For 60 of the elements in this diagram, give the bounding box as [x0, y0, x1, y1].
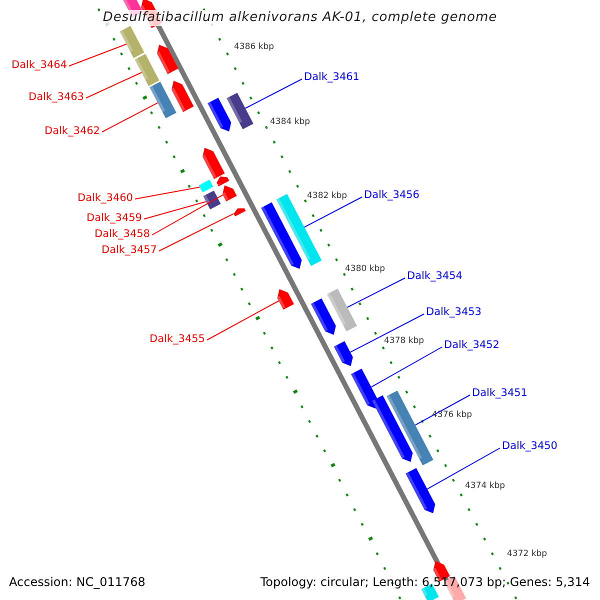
- gene-label: Dalk_3451: [472, 386, 528, 400]
- gene-block: [310, 298, 336, 335]
- gene-block: [198, 180, 214, 192]
- scale-label: 4378 kbp: [384, 336, 424, 347]
- gene-label: Dalk_3450: [502, 439, 558, 453]
- gene-label: Dalk_3456: [364, 188, 420, 202]
- gene-label: Dalk_3463: [28, 90, 84, 104]
- leader-line: [206, 300, 280, 340]
- gene-block: [326, 288, 358, 332]
- scale-label: 4382 kbp: [307, 191, 348, 202]
- leader-line: [426, 448, 500, 490]
- leader-line: [370, 346, 442, 388]
- scale-label: 4372 kbp: [507, 549, 548, 560]
- gene-block: [171, 80, 194, 112]
- scale-label: 4386 kbp: [234, 42, 274, 53]
- scale-label: 4376 kbp: [432, 410, 472, 421]
- scale-label: 4380 kbp: [345, 264, 386, 275]
- gene-block: [372, 395, 413, 462]
- gene-block: [350, 368, 378, 409]
- gene-block: [134, 54, 160, 86]
- gene-block: [150, 82, 176, 118]
- gene-label: Dalk_3457: [102, 243, 157, 257]
- gene-label: Dalk_3462: [44, 124, 100, 138]
- leader-line: [350, 314, 424, 353]
- leader-line: [134, 186, 200, 200]
- gene-label: Dalk_3459: [86, 211, 142, 225]
- leader-line: [68, 44, 127, 66]
- gene-label: Dalk_3455: [150, 332, 205, 346]
- gene-block: [216, 176, 230, 186]
- gene-block: [226, 92, 254, 130]
- gene-label: Dalk_3461: [304, 70, 360, 84]
- gene-block: [406, 468, 436, 514]
- gene-block: [276, 289, 294, 310]
- leader-line: [152, 194, 224, 236]
- gene-label: Dalk_3453: [426, 305, 482, 319]
- leader-line: [158, 213, 234, 252]
- gene-label: Dalk_3464: [12, 58, 67, 72]
- footer-text: Topology: circular; Length: 6,517,073 bp; Genes: 5,314: [260, 575, 590, 590]
- gene-block: [203, 190, 221, 210]
- gene-block: [261, 202, 302, 269]
- footer-text: Accession: NC_011768: [9, 575, 146, 590]
- gene-block: [208, 98, 232, 132]
- leader-line: [144, 201, 207, 220]
- gene-label: Dalk_3458: [94, 227, 150, 241]
- scale-label: 4384 kbp: [270, 117, 310, 128]
- gene-label: Dalk_3452: [444, 338, 500, 352]
- gene-block: [386, 390, 434, 466]
- leader-line: [346, 278, 406, 308]
- gene-block: [156, 44, 178, 74]
- gene-block: [334, 341, 353, 366]
- leader-line: [414, 394, 470, 426]
- gene-block: [234, 208, 246, 216]
- gene-block: [202, 148, 225, 179]
- scale-label: 4374 kbp: [465, 481, 506, 492]
- leader-line: [244, 78, 302, 109]
- gene-block: [120, 26, 144, 58]
- leader-line: [86, 72, 142, 98]
- gene-label: Dalk_3454: [407, 269, 462, 283]
- gene-block: [222, 185, 237, 202]
- gene-label: Dalk_3460: [78, 191, 133, 205]
